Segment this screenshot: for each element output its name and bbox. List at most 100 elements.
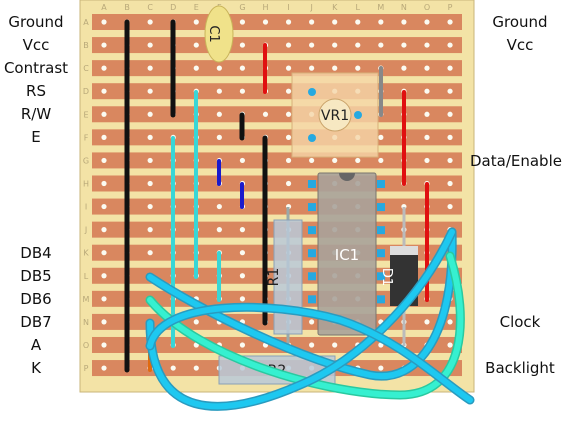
hole (239, 227, 246, 233)
hole (101, 157, 107, 164)
hole (101, 134, 107, 140)
hole (355, 65, 361, 71)
hole (216, 227, 222, 233)
hole (147, 227, 153, 233)
r1-label: R1 (266, 268, 282, 287)
hole (332, 65, 338, 71)
row-letter-h: H (83, 179, 89, 188)
ic-pin-pad (377, 180, 385, 188)
copper-strip-a (92, 14, 462, 30)
hole (101, 365, 107, 371)
left-label-k: K (31, 359, 41, 377)
ic-pin-pad (377, 272, 385, 281)
column-letter-e: E (194, 3, 199, 12)
hole (378, 42, 384, 48)
hole (262, 111, 269, 117)
hole (332, 42, 338, 48)
hole (147, 157, 153, 164)
hole (424, 111, 430, 117)
hole (447, 180, 453, 187)
hole (309, 65, 315, 71)
hole (216, 203, 222, 210)
hole (216, 88, 222, 94)
wire-links (124, 19, 429, 373)
column-letter-c: C (147, 3, 153, 12)
left-label-rw: R/W (20, 105, 52, 123)
hole (378, 365, 384, 371)
hole (101, 111, 107, 117)
row-letter-c: C (83, 64, 89, 73)
hole (424, 319, 430, 325)
row-letter-o: O (83, 341, 89, 350)
hole (447, 157, 453, 164)
hole (239, 157, 246, 164)
hole (424, 88, 430, 94)
ic-ic1: IC1 (308, 172, 385, 336)
row-letter-m: M (83, 295, 90, 304)
hole (285, 157, 292, 164)
column-letter-n: N (401, 3, 407, 12)
hole (309, 157, 315, 164)
hole (101, 203, 107, 210)
copper-strip-b (92, 37, 462, 54)
left-label-db7: DB7 (20, 313, 52, 331)
column-letter-b: B (124, 3, 130, 12)
hole (147, 250, 153, 256)
hole (447, 134, 453, 140)
hole (239, 65, 246, 71)
hole (401, 19, 407, 25)
hole (401, 65, 407, 71)
column-letter-m: M (377, 3, 384, 12)
d1-label: D1 (379, 268, 394, 286)
ic-pin-pad (377, 203, 385, 212)
hole (401, 42, 407, 48)
hole (147, 19, 153, 25)
row-letter-b: B (83, 41, 89, 50)
hole (424, 134, 430, 140)
hole (239, 42, 246, 48)
hole (147, 111, 153, 117)
hole (447, 19, 453, 25)
capacitor-c1: C1 (204, 5, 234, 63)
hole (447, 88, 453, 94)
hole (378, 19, 384, 25)
hole (285, 42, 292, 48)
column-letter-a: A (101, 3, 107, 12)
row-letter-f: F (84, 133, 89, 142)
hole (147, 88, 153, 94)
hole (216, 134, 222, 140)
right-label-clock: Clock (499, 313, 541, 331)
ic-pin-pad (308, 272, 316, 281)
hole (424, 19, 430, 25)
hole (447, 111, 453, 117)
hole (239, 296, 246, 302)
hole (239, 342, 246, 348)
left-label-rs: RS (26, 82, 46, 100)
hole (216, 65, 222, 71)
hole (101, 19, 107, 25)
ic-pin-pad (308, 180, 316, 188)
row-letter-j: J (84, 226, 87, 235)
column-letter-l: L (356, 3, 361, 12)
copper-strip-c (92, 60, 462, 77)
hole (332, 157, 338, 164)
left-label-db6: DB6 (20, 290, 52, 308)
hole (147, 180, 153, 187)
hole (239, 273, 246, 279)
hole (447, 65, 453, 71)
hole (216, 111, 222, 117)
hole (332, 19, 338, 25)
c1-label: C1 (206, 25, 221, 42)
hole (447, 319, 453, 325)
hole (193, 365, 199, 371)
hole (378, 342, 384, 348)
right-label-backlight: Backlight (485, 359, 555, 377)
hole (101, 273, 107, 279)
hole (101, 342, 107, 348)
ic-pin-pad (308, 203, 316, 212)
hole (193, 19, 199, 25)
hole (309, 42, 315, 48)
row-letter-g: G (83, 156, 89, 165)
